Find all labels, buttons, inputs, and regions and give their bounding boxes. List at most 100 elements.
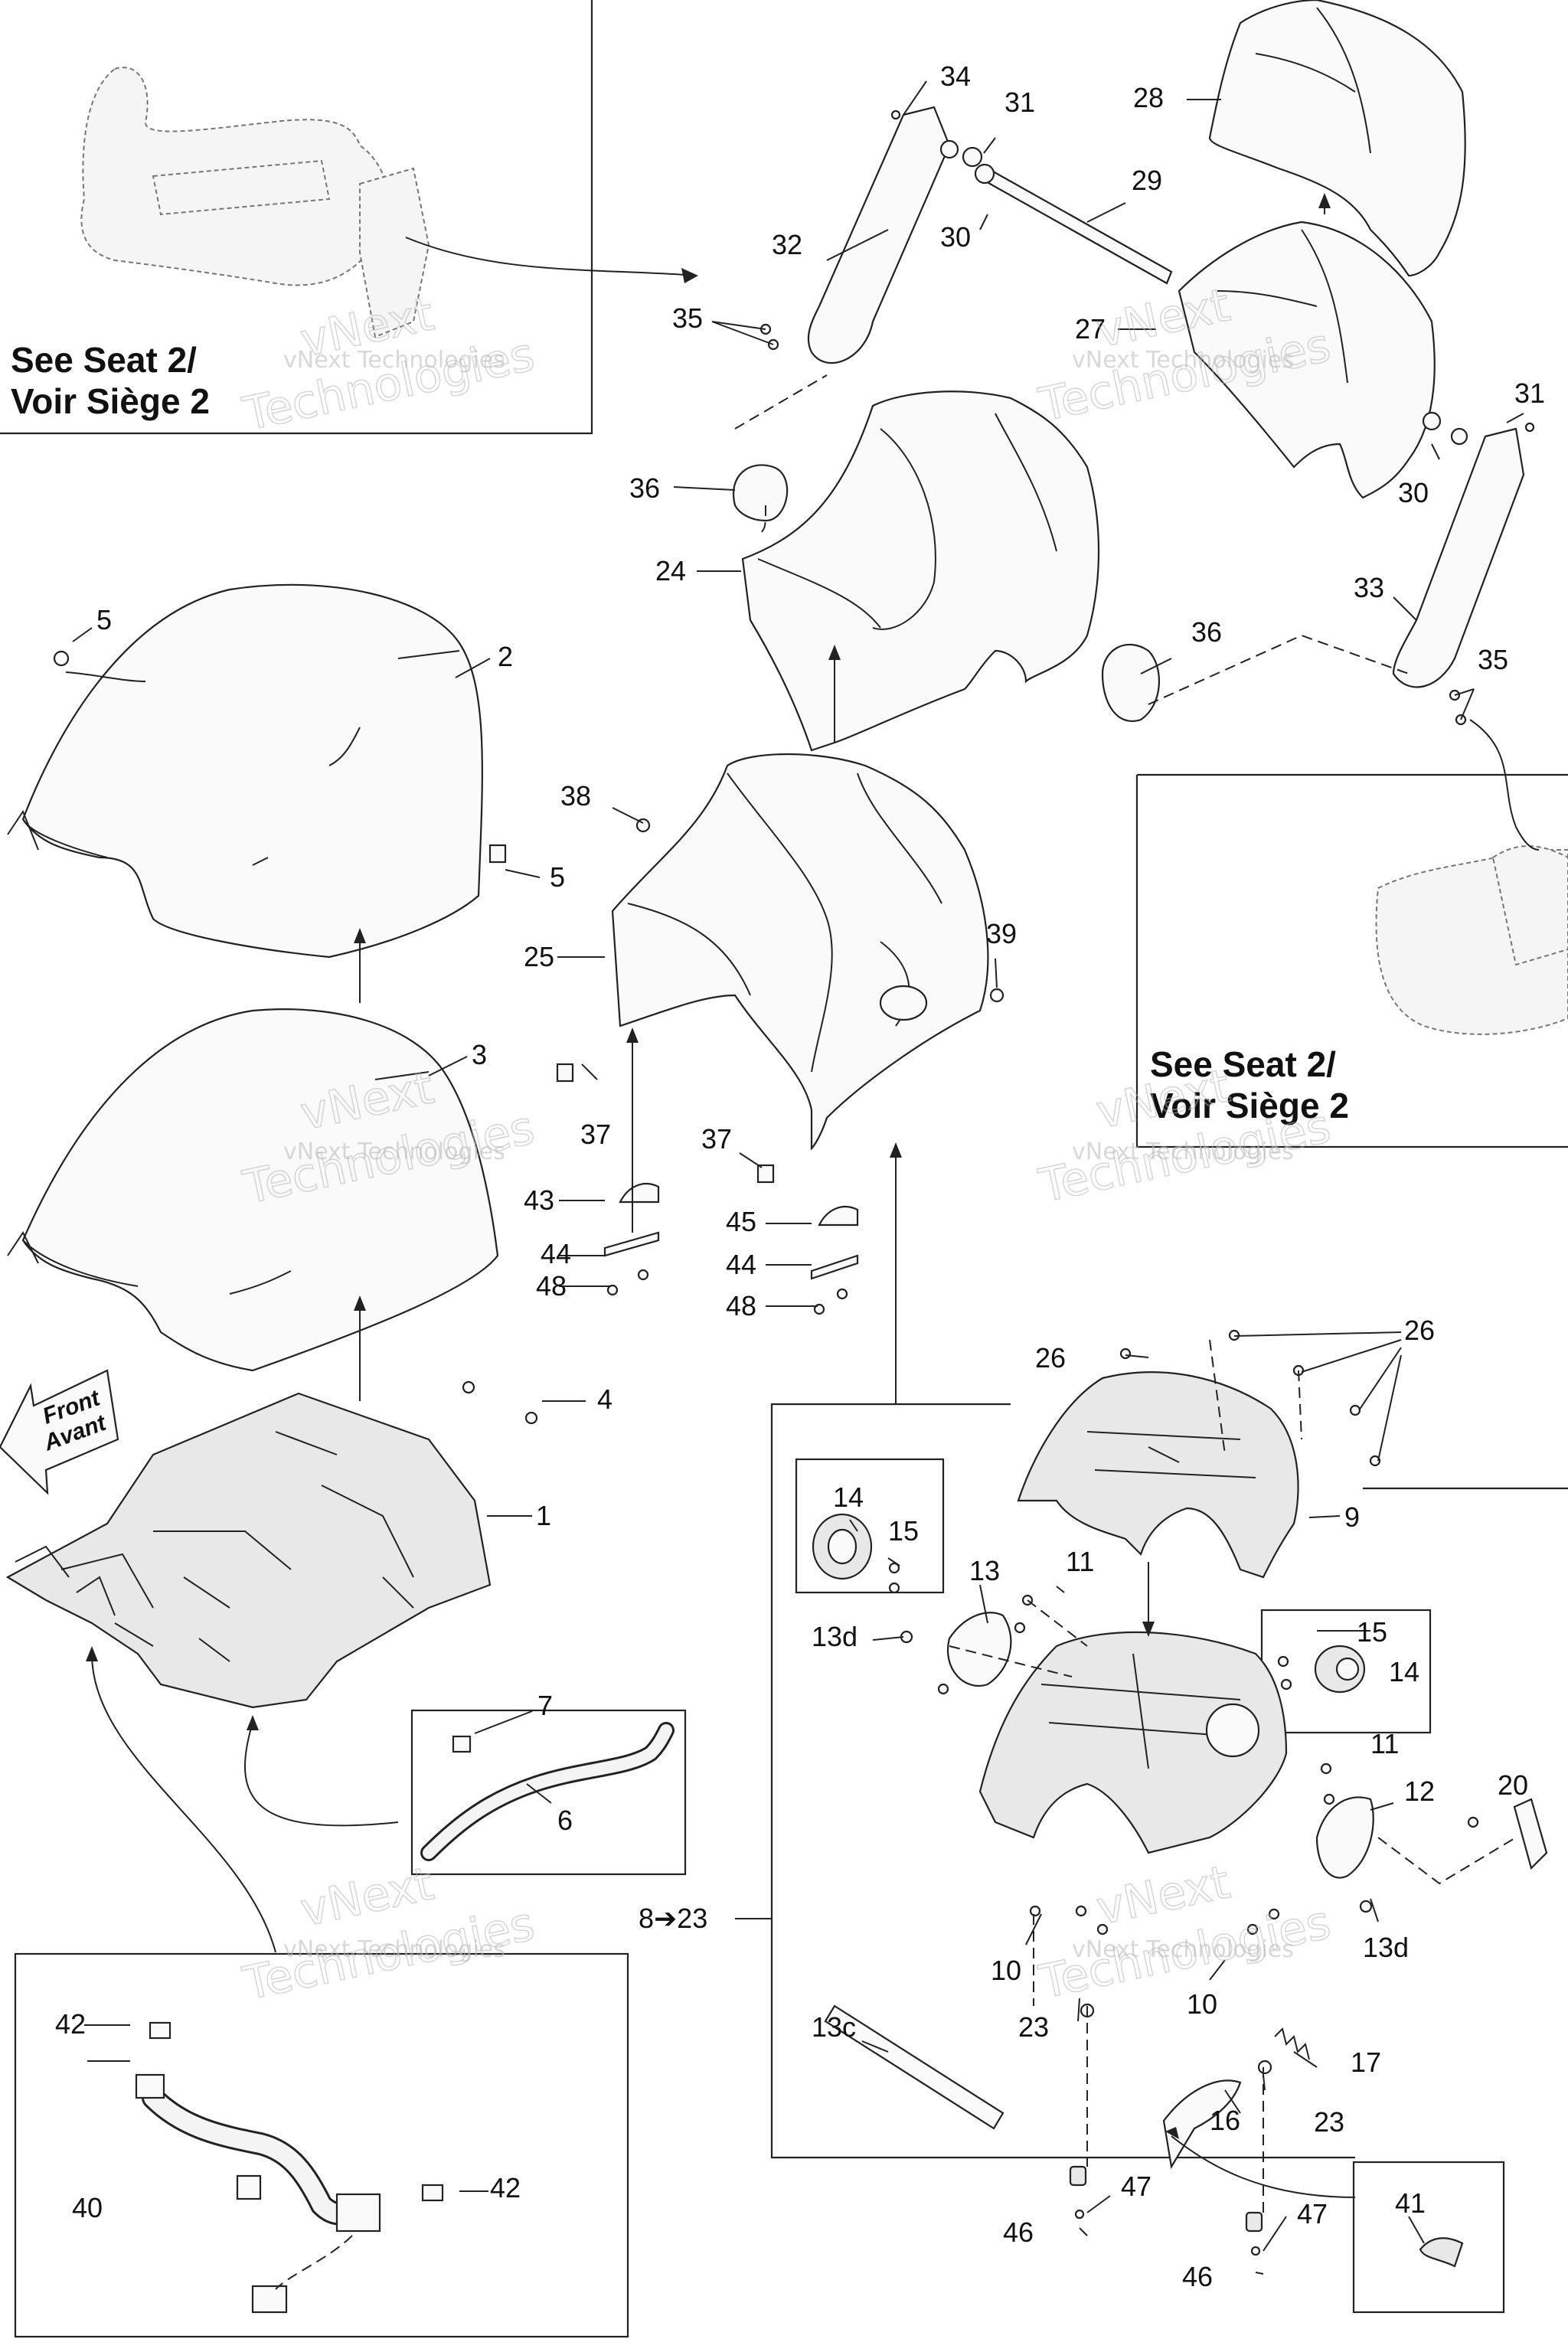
svg-text:vNext Technologies: vNext Technologies [1072, 1936, 1294, 1963]
svg-text:vNext Technologies: vNext Technologies [283, 1936, 505, 1963]
callout-6: 6 [557, 1805, 573, 1836]
callout-47b: 47 [1297, 2198, 1328, 2230]
callout-11b: 11 [1370, 1728, 1399, 1759]
callout-20: 20 [1498, 1769, 1528, 1801]
callout-31b: 31 [1514, 377, 1545, 409]
callout-34: 34 [940, 60, 971, 92]
seat2-sketch-top [80, 67, 698, 338]
callout-13c: 13c [812, 2011, 856, 2043]
svg-text:vNext Technologies: vNext Technologies [1072, 347, 1294, 374]
callout-15b: 15 [1357, 1616, 1387, 1648]
callout-26b: 26 [1404, 1315, 1435, 1346]
inset-box-see-seat-top [0, 0, 593, 435]
callout-24: 24 [655, 555, 686, 586]
part-29-rod [974, 163, 1173, 285]
lower-housing-assembly [978, 1631, 1288, 1854]
svg-text:vNext Technologies: vNext Technologies [283, 1138, 505, 1165]
callout-37a: 37 [580, 1119, 611, 1150]
callout-39: 39 [986, 918, 1017, 949]
callout-42a: 42 [55, 2008, 86, 2040]
callout-31a: 31 [1004, 87, 1035, 118]
part-1-seat-base [5, 1392, 492, 1709]
leader-lines [65, 80, 1524, 2275]
callout-33: 33 [1354, 572, 1384, 603]
callout-36a: 36 [629, 472, 660, 504]
callout-26a: 26 [1035, 1342, 1066, 1374]
callout-44b: 44 [726, 1249, 756, 1280]
part-44-plate [603, 1231, 660, 1257]
connector [251, 2285, 288, 2314]
callout-28: 28 [1133, 82, 1164, 113]
part-25-seat-cover [611, 753, 989, 1151]
connector [335, 2193, 381, 2233]
assembly-bracket-8-23 [770, 1403, 1355, 2159]
callout-9: 9 [1344, 1501, 1360, 1533]
callout-47a: 47 [1121, 2171, 1152, 2202]
callout-48b: 48 [726, 1290, 756, 1321]
watermark: vNext Technologies vNext Technologies [238, 1857, 540, 2012]
callout-10b: 10 [1187, 1988, 1217, 2020]
part-13-plate [947, 1612, 1012, 1687]
inset-box-bearing-left [795, 1458, 945, 1594]
fasteners [53, 109, 1535, 2256]
part-45-mount [818, 1206, 859, 1227]
callout-46b: 46 [1182, 2261, 1213, 2292]
callout-14a: 14 [833, 1481, 864, 1513]
callout-2: 2 [498, 641, 513, 672]
callout-32: 32 [772, 229, 802, 260]
connector [236, 2174, 262, 2200]
assembly-lines [86, 193, 1517, 2213]
callout-43: 43 [524, 1184, 554, 1216]
part-20-latch [1513, 1798, 1548, 1870]
part-9-upper-housing [1017, 1371, 1299, 1579]
callout-range-8-23: 8➔23 [639, 1903, 707, 1934]
callout-17: 17 [1351, 2047, 1381, 2078]
part-43-mount [619, 1183, 660, 1204]
part-40-wire-harness [135, 2021, 444, 2314]
callout-23a: 23 [1018, 2011, 1049, 2043]
see-seat-notes: See Seat 2/ Voir Siège 2 See Seat 2/ Voi… [11, 340, 1349, 1125]
callout-1: 1 [536, 1500, 551, 1531]
callout-25: 25 [524, 941, 554, 972]
callout-11a: 11 [1066, 1546, 1094, 1577]
seat2-sketch-right [1375, 719, 1568, 1035]
part-27-backrest-foam [1178, 220, 1436, 499]
watermark: vNext Technologies vNext Technologies [238, 287, 540, 443]
part-13c-strip [824, 2004, 1004, 2130]
watermark: vNext Technologies vNext Technologies [1034, 1855, 1335, 2011]
callout-13: 13 [969, 1555, 1000, 1586]
callout-10a: 10 [991, 1955, 1021, 1986]
callout-27: 27 [1075, 313, 1106, 345]
callout-14b: 14 [1389, 1656, 1419, 1687]
arrow-head [681, 268, 698, 283]
part-36-hinge [1101, 643, 1161, 722]
part-46-bumper [1245, 2211, 1263, 2233]
see-seat-right-line2: Voir Siège 2 [1150, 1086, 1349, 1125]
callout-44a: 44 [541, 1238, 571, 1269]
part-14-bearing [812, 1513, 873, 1580]
part-12-hinge [1315, 1796, 1374, 1879]
see-seat-top-line1: See Seat 2/ [11, 340, 197, 380]
connector [135, 2073, 165, 2099]
see-seat-right-line1: See Seat 2/ [1150, 1044, 1336, 1084]
callout-30b: 30 [1398, 477, 1429, 508]
callout-13d-b: 13d [1363, 1932, 1409, 1963]
inset-box-part-41 [1352, 2161, 1505, 2314]
callout-23b: 23 [1314, 2106, 1344, 2138]
part-36-hinge [733, 464, 789, 522]
inset-box-harness [14, 1952, 629, 2338]
svg-text:vNext Technologies: vNext Technologies [283, 347, 505, 374]
part-2-seat-cover [7, 583, 483, 959]
callout-35a: 35 [672, 302, 703, 334]
part-46-bumper [1069, 2165, 1087, 2187]
see-seat-top-line2: Voir Siège 2 [11, 381, 210, 421]
callout-7: 7 [537, 1690, 553, 1721]
callout-46a: 46 [1003, 2216, 1034, 2248]
callout-45: 45 [726, 1206, 756, 1237]
callout-36b: 36 [1191, 616, 1222, 648]
callout-40: 40 [72, 2192, 103, 2223]
callout-5b: 5 [550, 861, 565, 893]
callout-42b: 42 [490, 2172, 521, 2203]
part-3-seat-foam [7, 1008, 499, 1372]
